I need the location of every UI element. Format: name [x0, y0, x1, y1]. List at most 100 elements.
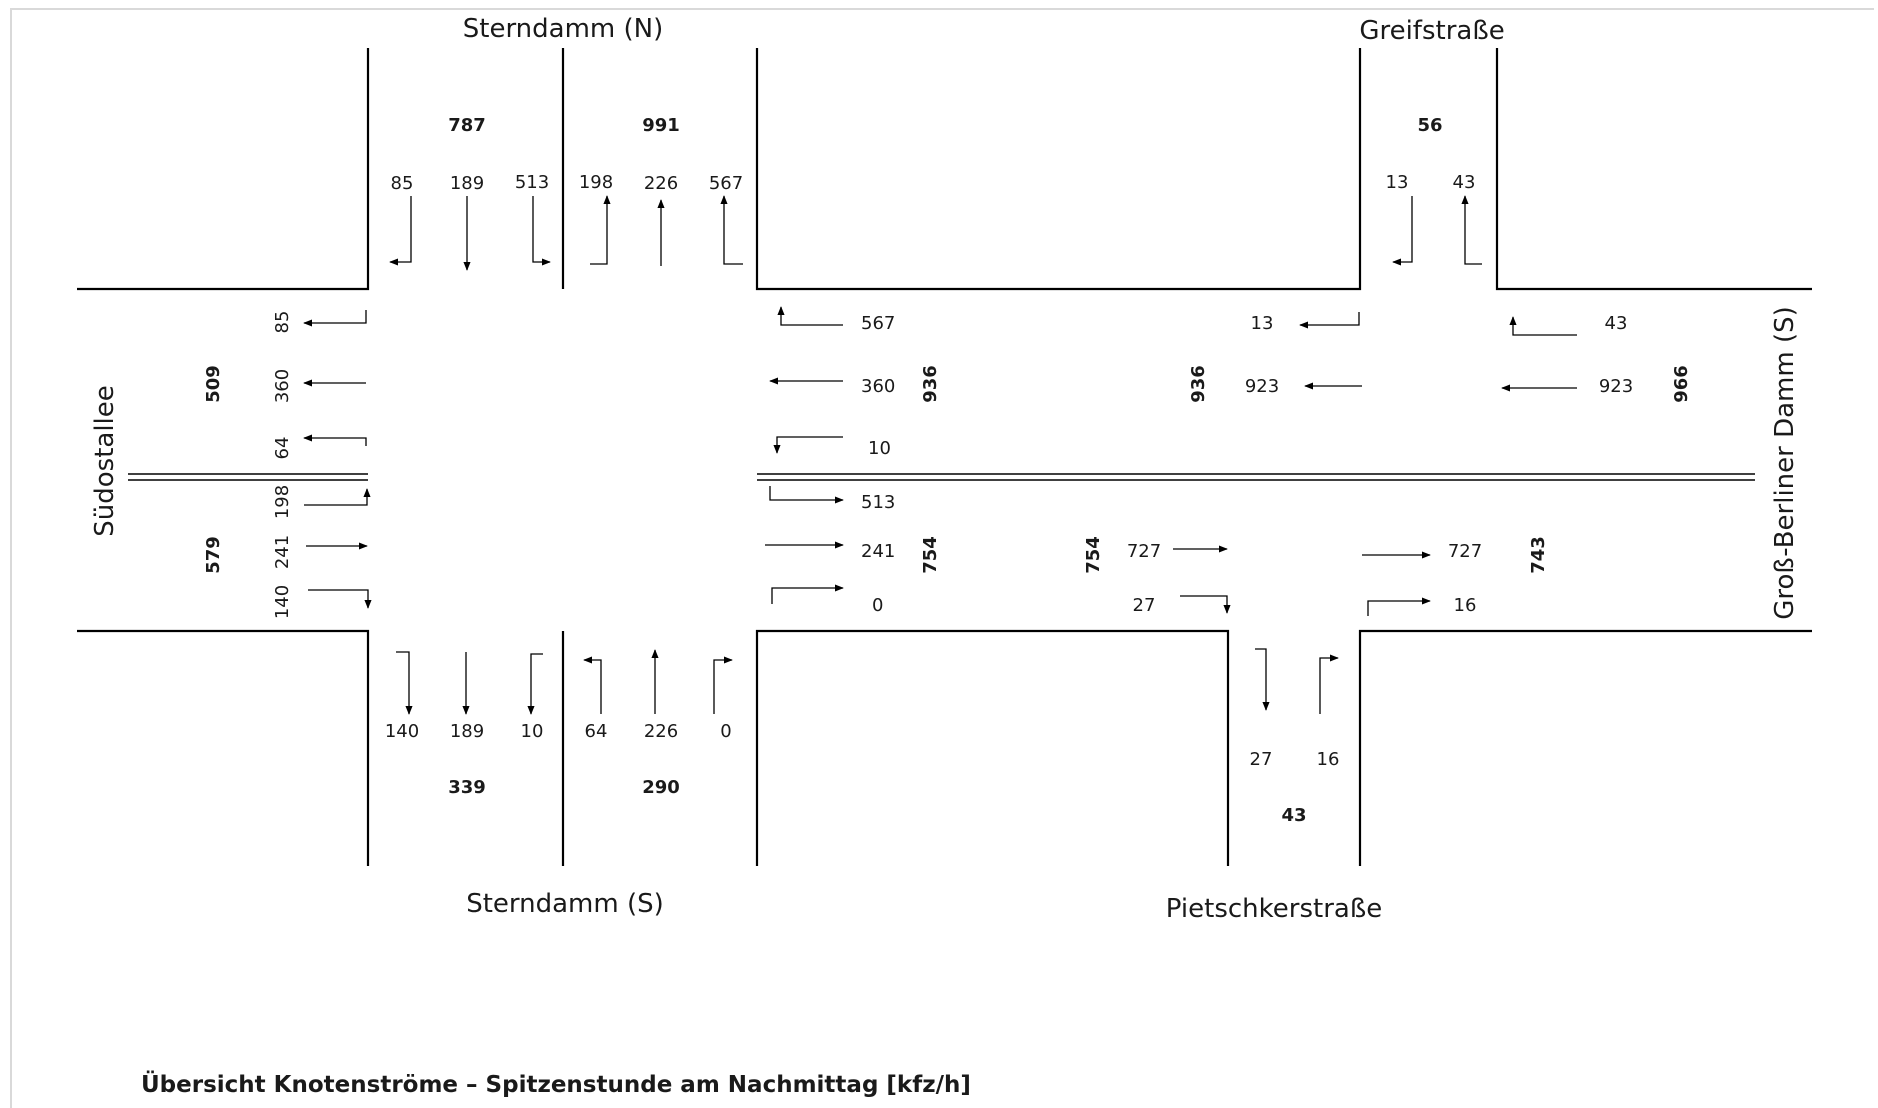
arrow-e1-out-3 — [771, 584, 844, 604]
arrow-s-in-1 — [583, 656, 602, 714]
arrow-w-in-1 — [304, 488, 371, 506]
edge-se — [1358, 629, 1812, 866]
arrow-n-in-left — [532, 196, 551, 266]
street-pietschkerstrasse: Pietschkerstraße — [1166, 894, 1382, 924]
flow-s-in-2: 226 — [644, 721, 678, 742]
flow-e1-out-1: 513 — [861, 492, 895, 513]
median-east — [757, 473, 1755, 481]
flow-e2-in-1: 727 — [1127, 541, 1161, 562]
flow-n-in-2: 189 — [450, 173, 484, 194]
total-gbd-in: 966 — [1671, 365, 1692, 403]
flow-gbd-in-1: 43 — [1605, 313, 1628, 334]
flow-s-in-1: 64 — [585, 721, 608, 742]
total-w-out: 509 — [203, 365, 224, 403]
flow-w-in-1: 198 — [272, 485, 293, 519]
arrow-greif-in — [1392, 196, 1413, 266]
flow-n-in-1: 85 — [391, 173, 414, 194]
flow-n-out-2: 226 — [644, 173, 678, 194]
flow-e1-in-3: 10 — [868, 438, 891, 459]
flow-w-out-2: 360 — [272, 369, 293, 403]
diagram-frame — [10, 8, 1874, 1108]
flows-sterndamm-n: 787 991 85 189 513 198 226 567 — [391, 115, 744, 194]
street-suedostallee: Südostallee — [90, 385, 120, 537]
flow-e1-out-3: 0 — [872, 595, 883, 616]
flow-e2-out-1: 13 — [1251, 313, 1274, 334]
flow-e2-out-2: 923 — [1245, 376, 1279, 397]
edge-n-greif — [755, 48, 1362, 291]
arrow-gbd-in-1 — [1509, 316, 1577, 336]
arrow-w-out-1 — [303, 310, 367, 327]
arrow-w-in-3 — [308, 589, 372, 609]
flow-e2-in-2: 27 — [1133, 595, 1156, 616]
flow-w-out-3: 64 — [272, 437, 293, 460]
total-n-in: 787 — [448, 115, 486, 136]
arrow-e1-in-3 — [773, 436, 843, 454]
arrow-w-out-3 — [303, 434, 367, 446]
street-labels: Sterndamm (N) Greifstraße Sterndamm (S) … — [90, 14, 1800, 924]
flow-piet-2: 16 — [1317, 749, 1340, 770]
flow-gbd-out-2: 16 — [1454, 595, 1477, 616]
arrow-s-in-3 — [713, 656, 733, 714]
edge-ne — [1495, 48, 1812, 291]
arrow-s-out-1 — [396, 651, 413, 715]
flow-gbd-out-1: 727 — [1448, 541, 1482, 562]
flow-s-in-3: 0 — [720, 721, 731, 742]
total-s-out: 339 — [448, 777, 486, 798]
street-sterndamm-s: Sterndamm (S) — [466, 889, 664, 919]
total-w-in: 579 — [203, 536, 224, 574]
flows-sterndamm-s: 140 189 10 64 226 0 339 290 — [385, 721, 732, 798]
flow-greif-2: 43 — [1453, 172, 1476, 193]
total-e2-out: 936 — [1188, 365, 1209, 403]
flows-west-of-greif: 936 754 13 923 727 27 — [1083, 313, 1279, 616]
flow-w-out-1: 85 — [272, 311, 293, 334]
total-greif: 56 — [1417, 115, 1442, 136]
arrow-piet-in — [1319, 654, 1339, 714]
arrow-n-out-1 — [590, 195, 611, 265]
arrow-n-out-3 — [720, 195, 743, 265]
edge-s-piet — [755, 629, 1230, 866]
arrow-piet-out — [1255, 648, 1270, 711]
movement-arrows — [303, 195, 1577, 715]
flow-gbd-in-2: 923 — [1599, 376, 1633, 397]
total-e2-in: 754 — [1083, 536, 1104, 574]
arrow-greif-out — [1461, 195, 1482, 265]
flow-n-in-3: 513 — [515, 172, 549, 193]
street-greifstrasse: Greifstraße — [1359, 16, 1504, 46]
edge-nw — [77, 48, 370, 291]
flow-greif-1: 13 — [1386, 172, 1409, 193]
total-e1-out: 754 — [920, 536, 941, 574]
edge-sw — [77, 629, 370, 866]
flow-w-in-3: 140 — [272, 585, 293, 619]
flows-gross-berliner-damm: 43 923 966 727 16 743 — [1448, 313, 1692, 616]
arrow-n-in-right — [389, 196, 412, 266]
flow-e1-out-2: 241 — [861, 541, 895, 562]
flows-suedostallee: 509 579 85 360 64 198 241 140 — [203, 311, 293, 620]
arrow-e1-out-1 — [769, 486, 844, 504]
arrow-gbd-out-2 — [1367, 597, 1431, 616]
arrow-s-out-3 — [527, 653, 543, 715]
arrow-e1-in-1 — [777, 306, 843, 326]
street-sterndamm-n: Sterndamm (N) — [463, 14, 664, 44]
flow-w-in-2: 241 — [272, 535, 293, 569]
flow-s-out-3: 10 — [521, 721, 544, 742]
arrow-e2-out-1 — [1299, 312, 1360, 329]
total-s-in: 290 — [642, 777, 680, 798]
flows-pietschkerstrasse: 27 16 43 — [1250, 749, 1340, 826]
flows-greifstrasse: 56 13 43 — [1386, 115, 1476, 193]
median-west — [128, 473, 368, 481]
flows-east-of-sterndamm: 567 360 10 513 241 0 936 754 — [861, 313, 941, 616]
total-e1-in: 936 — [920, 365, 941, 403]
diagram-caption: Übersicht Knotenströme – Spitzenstunde a… — [141, 1070, 971, 1098]
flow-s-out-1: 140 — [385, 721, 419, 742]
flow-s-out-2: 189 — [450, 721, 484, 742]
flow-piet-1: 27 — [1250, 749, 1273, 770]
flow-e1-in-1: 567 — [861, 313, 895, 334]
total-piet: 43 — [1281, 805, 1306, 826]
arrow-e2-in-2 — [1180, 595, 1231, 614]
total-n-out: 991 — [642, 115, 680, 136]
total-gbd-out: 743 — [1528, 536, 1549, 574]
flow-n-out-1: 198 — [579, 172, 613, 193]
road-edges — [77, 48, 1812, 866]
flow-n-out-3: 567 — [709, 173, 743, 194]
